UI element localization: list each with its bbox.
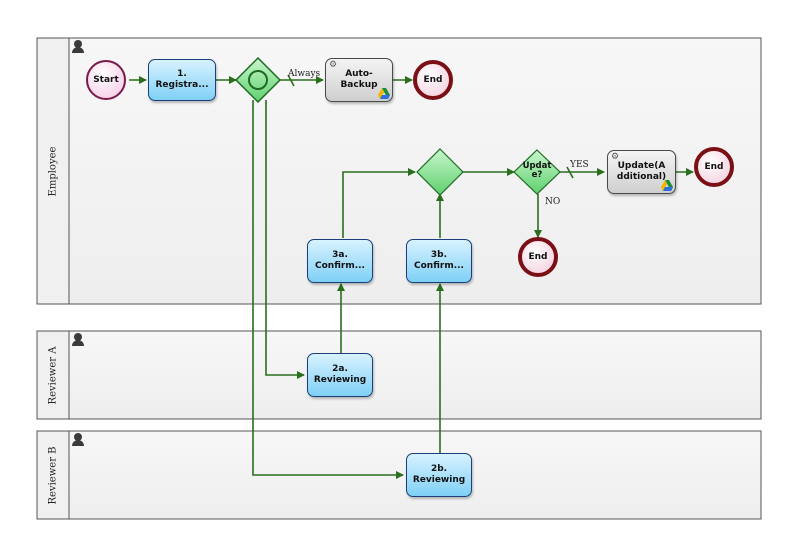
task-reviewing-2a[interactable]: 2a. Reviewing — [307, 353, 373, 397]
task-label: Update(A dditional) — [616, 161, 667, 182]
lane-label-reviewer-b: Reviewer B — [47, 446, 59, 504]
gateway-inclusive[interactable] — [234, 56, 282, 104]
gateway-update-decision[interactable] — [513, 149, 561, 195]
drive-icon — [661, 180, 673, 191]
end-event-label: End — [528, 252, 548, 262]
edge-label-yes: YES — [570, 160, 589, 170]
end-event-backup[interactable]: End — [413, 60, 453, 100]
gateway-update-label: Updat e? — [522, 161, 552, 180]
lane-title-reviewer-a: Reviewer A — [37, 331, 69, 419]
default-flow-slash — [287, 74, 295, 87]
flow-3a-to-join — [342, 168, 416, 238]
edge-label-no: NO — [545, 197, 561, 207]
gear-icon: ⚙ — [611, 152, 620, 162]
drive-icon — [378, 88, 390, 99]
task-auto-backup[interactable]: ⚙ Auto- Backup — [325, 58, 393, 102]
end-event-label: End — [423, 75, 443, 85]
task-update-additional[interactable]: ⚙ Update(A dditional) — [607, 150, 676, 194]
lane-title-reviewer-b: Reviewer B — [37, 431, 69, 519]
task-label: 2b. Reviewing — [412, 464, 466, 485]
flow-gateway-to-2b — [252, 100, 404, 479]
end-event-update[interactable]: End — [694, 147, 734, 187]
flow-gateway-to-2a — [265, 100, 305, 379]
task-reviewing-2b[interactable]: 2b. Reviewing — [406, 453, 472, 497]
start-event-label: Start — [93, 75, 119, 85]
person-icon — [72, 40, 84, 54]
edge-label-always: Always — [288, 69, 321, 79]
gear-icon: ⚙ — [329, 60, 338, 70]
end-event-label: End — [704, 162, 724, 172]
task-registration[interactable]: 1. Registra... — [148, 59, 216, 101]
task-label: 1. Registra... — [155, 69, 209, 90]
person-icon — [72, 433, 84, 447]
lane-label-employee: Employee — [47, 146, 59, 196]
task-label: 3a. Confirm... — [315, 250, 365, 271]
start-event[interactable]: Start — [86, 60, 126, 100]
gateway-join[interactable] — [416, 148, 464, 196]
lane-title-employee: Employee — [37, 38, 69, 304]
task-confirm-3a[interactable]: 3a. Confirm... — [307, 239, 373, 283]
person-icon — [72, 333, 84, 347]
task-label: 2a. Reviewing — [313, 364, 367, 385]
task-confirm-3b[interactable]: 3b. Confirm... — [406, 239, 472, 283]
default-flow-slash — [566, 166, 574, 179]
task-label: 3b. Confirm... — [414, 250, 464, 271]
task-label: Auto- Backup — [340, 69, 378, 90]
lane-reviewer-a — [36, 330, 762, 420]
lane-label-reviewer-a: Reviewer A — [47, 346, 59, 404]
end-event-no[interactable]: End — [518, 237, 558, 277]
